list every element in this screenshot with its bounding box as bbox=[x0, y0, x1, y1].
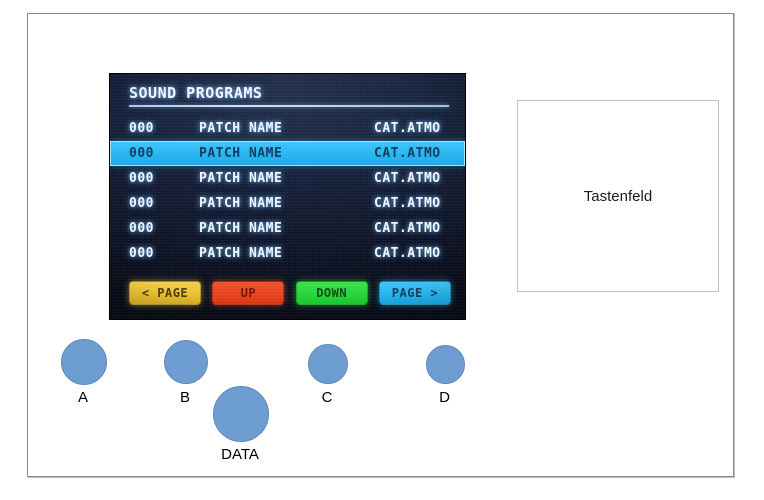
patch-list-row[interactable]: 000 PATCH NAME CAT.ATMO bbox=[110, 166, 465, 191]
keypad-area-label: Tastenfeld bbox=[583, 187, 653, 205]
patch-list-row[interactable]: 000 PATCH NAME CAT.ATMO bbox=[110, 116, 465, 141]
patch-list: 000 PATCH NAME CAT.ATMO 000 PATCH NAME C… bbox=[110, 116, 465, 266]
patch-name: PATCH NAME bbox=[199, 121, 283, 136]
patch-name: PATCH NAME bbox=[199, 171, 283, 186]
knob-b[interactable] bbox=[164, 340, 208, 384]
lcd-softkey-bar: < PAGE UP DOWN PAGE > bbox=[129, 281, 451, 305]
patch-id: 000 bbox=[129, 221, 154, 236]
patch-id: 000 bbox=[129, 146, 154, 161]
knob-a[interactable] bbox=[61, 339, 107, 385]
page-previous-button[interactable]: < PAGE bbox=[129, 281, 201, 305]
lcd-screen: SOUND PROGRAMS 000 PATCH NAME CAT.ATMO 0… bbox=[109, 73, 466, 320]
patch-category: CAT.ATMO bbox=[374, 171, 441, 186]
patch-category: CAT.ATMO bbox=[374, 121, 441, 136]
patch-category: CAT.ATMO bbox=[374, 146, 441, 161]
patch-id: 000 bbox=[129, 246, 154, 261]
patch-list-row[interactable]: 000 PATCH NAME CAT.ATMO bbox=[110, 241, 465, 266]
patch-id: 000 bbox=[129, 121, 154, 136]
lcd-title-divider bbox=[129, 105, 449, 107]
up-button[interactable]: UP bbox=[212, 281, 285, 305]
down-button[interactable]: DOWN bbox=[295, 281, 368, 305]
patch-name: PATCH NAME bbox=[199, 246, 283, 261]
patch-list-row[interactable]: 000 PATCH NAME CAT.ATMO bbox=[110, 216, 465, 241]
patch-list-row[interactable]: 000 PATCH NAME CAT.ATMO bbox=[110, 191, 465, 216]
patch-category: CAT.ATMO bbox=[374, 246, 441, 261]
knob-d-label: D bbox=[439, 389, 450, 406]
lcd-title: SOUND PROGRAMS bbox=[129, 84, 263, 102]
knob-b-label: B bbox=[179, 389, 190, 406]
knob-c-label: C bbox=[321, 389, 333, 406]
page-next-button[interactable]: PAGE > bbox=[378, 281, 451, 305]
keypad-area[interactable]: Tastenfeld bbox=[517, 100, 719, 292]
patch-id: 000 bbox=[129, 196, 154, 211]
knob-c[interactable] bbox=[308, 344, 348, 384]
patch-id: 000 bbox=[129, 171, 154, 186]
patch-category: CAT.ATMO bbox=[374, 196, 441, 211]
patch-name: PATCH NAME bbox=[199, 196, 283, 211]
patch-name: PATCH NAME bbox=[199, 221, 283, 236]
patch-name: PATCH NAME bbox=[199, 146, 283, 161]
patch-category: CAT.ATMO bbox=[374, 221, 441, 236]
knob-data[interactable] bbox=[213, 386, 269, 442]
device-panel-frame: SOUND PROGRAMS 000 PATCH NAME CAT.ATMO 0… bbox=[27, 13, 734, 477]
patch-list-row-selected[interactable]: 000 PATCH NAME CAT.ATMO bbox=[110, 141, 465, 166]
knob-a-label: A bbox=[77, 389, 88, 406]
knob-d[interactable] bbox=[426, 345, 465, 384]
knob-data-label: DATA bbox=[221, 446, 259, 463]
